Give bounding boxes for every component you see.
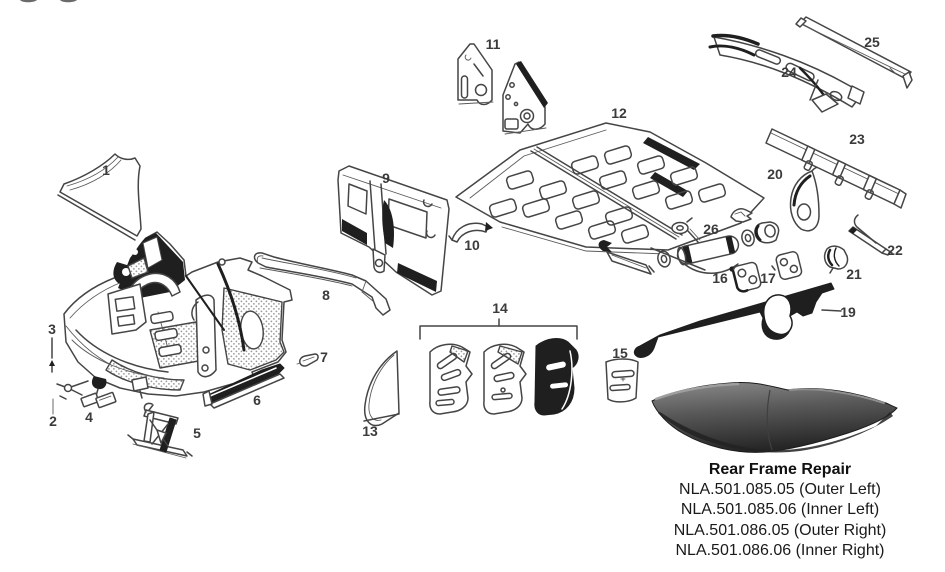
main-frame-assembly-drawing	[63, 231, 293, 415]
part-label-19: 19	[840, 304, 856, 320]
part-label-3: 3	[48, 321, 56, 337]
part-4-drawing	[80, 391, 117, 409]
part-label-17: 17	[760, 270, 776, 286]
part-11-drawing	[457, 43, 548, 135]
part-15-drawing	[605, 358, 639, 403]
part-label-4: 4	[85, 409, 93, 425]
part-label-11: 11	[486, 36, 501, 52]
part-label-1: 1	[102, 162, 110, 178]
part-24-drawing	[708, 33, 865, 113]
caption-line-4: NLA.501.086.06 (Inner Right)	[675, 542, 885, 560]
part-16-26-assembly-drawing	[598, 221, 780, 275]
part-5-drawing	[127, 402, 193, 459]
part-label-21: 21	[846, 266, 862, 282]
caption: Rear Frame Repair NLA.501.085.05 (Outer …	[615, 459, 945, 562]
part-14-drawing	[419, 318, 579, 416]
part-6-drawing	[202, 363, 285, 409]
part-label-22: 22	[887, 242, 903, 258]
part-22-drawing	[848, 214, 893, 256]
part-1-drawing	[57, 153, 142, 241]
part-13-drawing	[363, 350, 400, 427]
part-label-10: 10	[464, 237, 480, 253]
part-label-2: 2	[49, 413, 57, 429]
part-label-14: 14	[492, 300, 508, 316]
part-label-25: 25	[864, 34, 880, 50]
part-8-drawing	[253, 252, 391, 316]
part-label-5: 5	[193, 425, 201, 441]
part-label-7: 7	[320, 349, 328, 365]
part-label-15: 15	[612, 345, 628, 361]
part-label-6: 6	[253, 392, 261, 408]
rear-frame-repair-photo	[651, 382, 898, 453]
part-7-drawing	[296, 353, 319, 367]
part-label-24: 24	[781, 64, 797, 80]
part-10-drawing	[448, 222, 493, 243]
part-label-8: 8	[322, 287, 330, 303]
part-label-20: 20	[767, 166, 783, 182]
caption-line-1: NLA.501.085.05 (Outer Left)	[679, 481, 881, 498]
part-19-drawing	[633, 282, 842, 358]
part-2-drawing	[52, 380, 89, 415]
part-12-drawing	[455, 122, 765, 255]
part-label-26: 26	[703, 221, 719, 237]
caption-line-2: NLA.501.085.06 (Inner Left)	[680, 501, 880, 519]
part-17-drawing	[731, 251, 803, 293]
part-25-drawing	[795, 16, 913, 89]
part-20-drawing	[789, 166, 823, 232]
part-label-23: 23	[849, 131, 865, 147]
leader-line-3	[49, 337, 55, 373]
part-23-drawing	[765, 128, 907, 209]
part-label-12: 12	[611, 105, 627, 121]
cropped-header-glyphs	[20, 0, 77, 3]
part-label-16: 16	[712, 270, 728, 286]
part-label-9: 9	[382, 170, 390, 186]
caption-title: Rear Frame Repair	[708, 461, 852, 478]
part-21-drawing	[823, 245, 849, 274]
caption-line-3: NLA.501.086.05 (Outer Right)	[673, 521, 887, 539]
part-9-drawing	[337, 165, 450, 296]
part-label-13: 13	[362, 423, 378, 439]
